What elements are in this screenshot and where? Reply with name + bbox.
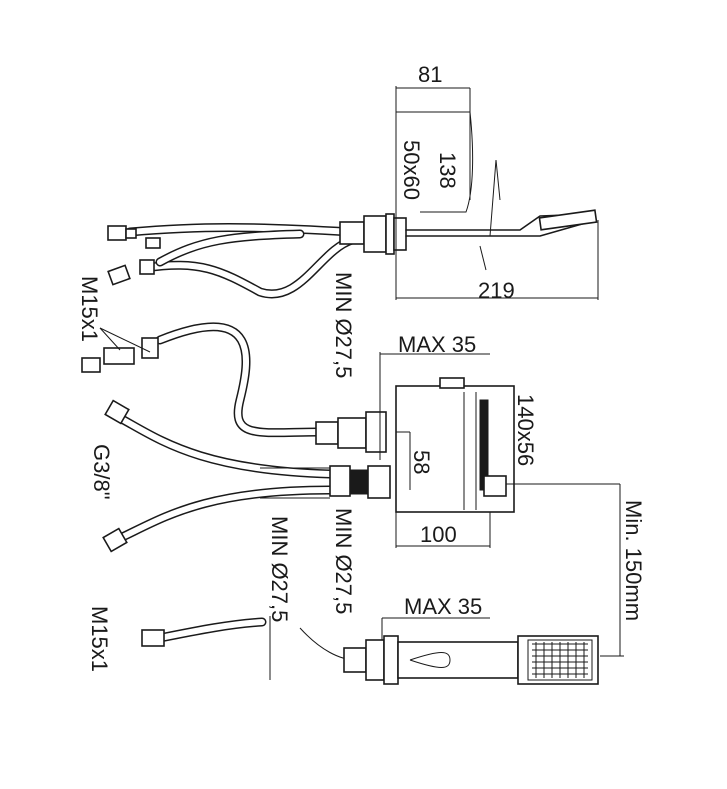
label-max-35-top: MAX 35 xyxy=(398,332,476,357)
dim-58: 58 xyxy=(409,450,434,474)
label-min-diameter-1: MIN Ø27,5 xyxy=(331,272,356,378)
shower-head-grid xyxy=(532,642,588,678)
dim-219: 219 xyxy=(478,278,515,303)
spout-side-view xyxy=(107,86,599,300)
hand-shower-view xyxy=(141,616,599,685)
label-min-150mm: Min. 150mm xyxy=(621,500,646,621)
adapter-m15x1-top xyxy=(81,337,159,373)
dim-50x60: 50x60 xyxy=(399,140,424,200)
label-min-diameter-3: MIN Ø27,5 xyxy=(267,516,292,622)
mixer-body-view xyxy=(81,322,624,657)
label-max-35-bottom: MAX 35 xyxy=(404,594,482,619)
dim-140x56: 140x56 xyxy=(513,394,538,466)
hose-fitting-top xyxy=(107,225,137,241)
dim-138: 138 xyxy=(435,152,460,189)
dim-81: 81 xyxy=(418,62,442,87)
label-g3-8: G3/8" xyxy=(89,444,114,500)
label-m15x1-bottom: M15x1 xyxy=(87,606,112,672)
label-m15x1-top: M15x1 xyxy=(77,276,102,342)
hose-fitting-lower xyxy=(107,259,155,286)
dim-100: 100 xyxy=(420,522,457,547)
label-min-diameter-2: MIN Ø27,5 xyxy=(331,508,356,614)
